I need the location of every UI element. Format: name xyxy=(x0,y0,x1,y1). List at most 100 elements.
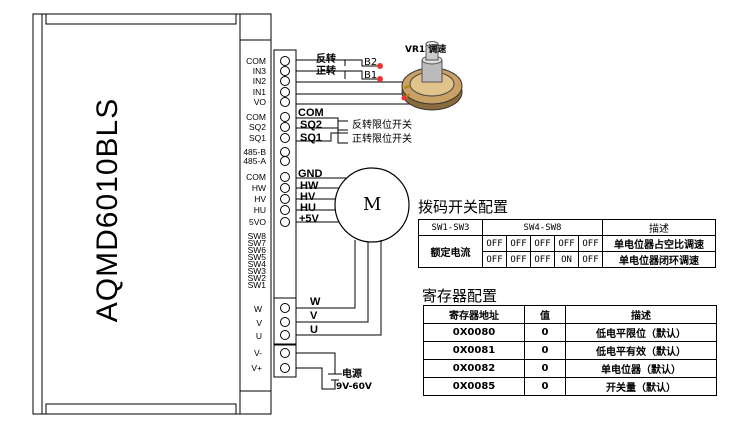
label-b1: B1 xyxy=(364,70,378,81)
pin-label: COM xyxy=(246,56,266,66)
pin-label: 5VO xyxy=(248,217,266,227)
reg-header-addr: 寄存器地址 xyxy=(423,305,525,324)
dip-switch-state: OFF xyxy=(578,251,603,268)
pin-label: U xyxy=(255,331,262,341)
label-forward: 正转 xyxy=(316,66,336,77)
dip-mode: 额定电流 xyxy=(418,235,483,268)
phase-wires xyxy=(296,240,382,336)
label-5v: +5V xyxy=(299,213,319,225)
terminal-screw xyxy=(280,97,290,107)
label-hu: HU xyxy=(300,202,316,214)
pin-label: V- xyxy=(253,348,262,358)
dip-switch-state: ON xyxy=(554,251,579,268)
pin-label: HW xyxy=(251,183,266,193)
reg-desc: 低电平限位（默认） xyxy=(565,323,717,342)
terminal-screw xyxy=(280,56,290,66)
pin-label: W xyxy=(253,304,262,314)
label-com: COM xyxy=(298,107,324,119)
terminal-screw xyxy=(280,147,290,157)
dip-desc: 单电位器闭环调速 xyxy=(602,251,716,268)
terminal-screw xyxy=(280,363,290,373)
terminal-screw xyxy=(280,66,290,76)
label-v: V xyxy=(310,310,318,322)
label-hw: HW xyxy=(300,180,319,192)
limit-switch-wires xyxy=(296,117,348,144)
pin-label: SW7 xyxy=(247,238,266,248)
pin-label: SW5 xyxy=(247,252,266,262)
dip-header-desc: 描述 xyxy=(602,219,716,236)
label-b2: B2 xyxy=(364,57,378,68)
reg-val: 0 xyxy=(524,323,566,342)
potentiometer xyxy=(377,41,463,111)
power-label: 电源 xyxy=(342,369,362,380)
pin-label: HU xyxy=(253,205,266,215)
pin-label: V+ xyxy=(251,363,262,373)
reg-val: 0 xyxy=(524,341,566,360)
motor-label: M xyxy=(363,194,382,215)
pin-label: V xyxy=(256,318,262,328)
terminal-screw xyxy=(280,112,290,122)
power-wires xyxy=(296,352,342,390)
pin-label: SW4 xyxy=(247,259,266,269)
power-range: 9V-60V xyxy=(336,382,372,392)
reg-val: 0 xyxy=(524,377,566,396)
pin-label: COM xyxy=(246,172,266,182)
pin-label: 485-B xyxy=(243,147,266,157)
dip-header-sw4: SW4-SW8 xyxy=(482,219,603,236)
terminal-screw xyxy=(280,76,290,86)
dip-title: 拨码开关配置 xyxy=(418,198,509,216)
table-row: 寄存器地址 值 描述 xyxy=(423,305,717,324)
reg-addr: 0X0085 xyxy=(423,377,525,396)
terminal-screw xyxy=(280,348,290,358)
pin-label: SW3 xyxy=(247,266,266,276)
hall-wires xyxy=(296,177,346,223)
dip-desc: 单电位器占空比调速 xyxy=(602,235,716,252)
pin-label: IN2 xyxy=(252,76,266,86)
label-reverse: 反转 xyxy=(316,54,336,65)
terminal-screw xyxy=(280,205,290,215)
pin-label: SQ2 xyxy=(248,122,266,132)
driver-body xyxy=(32,13,272,415)
terminal-screw xyxy=(280,317,290,327)
driver-model: AQMD6010BLS xyxy=(91,97,124,323)
terminal-screw xyxy=(280,133,290,143)
terminal-screw xyxy=(280,217,290,227)
label-w: W xyxy=(310,296,321,308)
table-row: SW1-SW3 SW4-SW8 描述 xyxy=(418,219,716,236)
pot-label: VR1 调速 xyxy=(405,45,447,55)
reg-header-desc: 描述 xyxy=(565,305,717,324)
dip-switch-state: OFF xyxy=(482,251,507,268)
pin-label: 485-A xyxy=(243,156,266,166)
reg-addr: 0X0082 xyxy=(423,359,525,378)
label-hv: HV xyxy=(300,191,316,203)
reg-desc: 低电平有效（默认） xyxy=(565,341,717,360)
pin-label: VO xyxy=(253,97,266,107)
terminal-screw xyxy=(280,156,290,166)
dip-header-sw1: SW1-SW3 xyxy=(418,219,483,236)
terminal-screw xyxy=(280,303,290,313)
motor-circle xyxy=(334,167,410,243)
reg-title: 寄存器配置 xyxy=(422,287,498,305)
dip-switch-state: OFF xyxy=(530,235,555,252)
label-u: U xyxy=(310,324,318,336)
sq1-desc: 正转限位开关 xyxy=(352,134,412,145)
pin-label: SW8 xyxy=(247,231,266,241)
dip-switch-state: OFF xyxy=(482,235,507,252)
terminal-screw xyxy=(280,183,290,193)
pin-label: HV xyxy=(254,194,266,204)
pin-label: IN3 xyxy=(252,66,266,76)
pin-label: SW1 xyxy=(247,280,266,290)
terminal-screw xyxy=(280,87,290,97)
label-gnd: GND xyxy=(298,168,323,180)
terminal-screws xyxy=(280,56,290,373)
dip-switch-state: OFF xyxy=(578,235,603,252)
dip-switch-state: OFF xyxy=(530,251,555,268)
